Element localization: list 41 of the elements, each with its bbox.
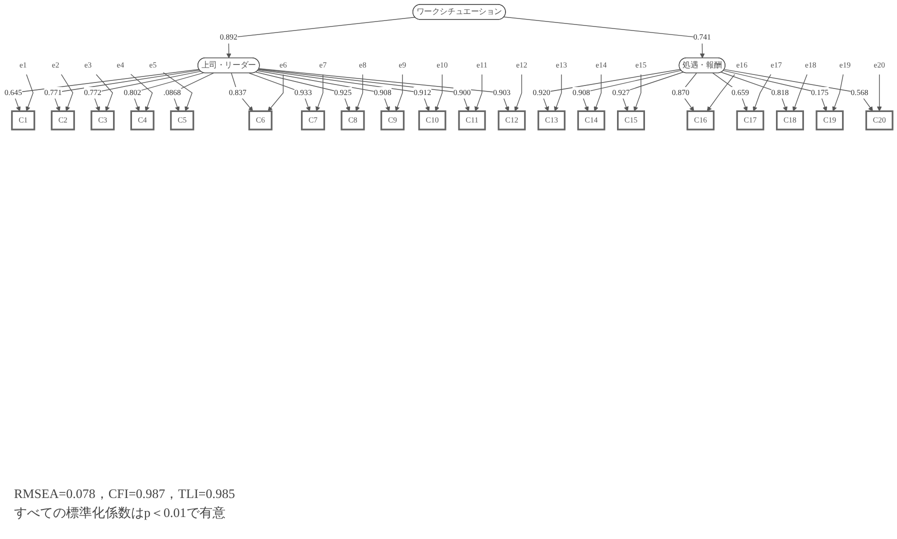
arrow — [268, 74, 284, 112]
arrow — [130, 74, 153, 112]
arrow — [316, 74, 324, 112]
arrow — [395, 74, 403, 112]
arrow — [541, 69, 681, 112]
arrow — [258, 68, 470, 112]
arrow — [876, 74, 882, 112]
arrow — [52, 70, 200, 112]
arrow — [248, 72, 310, 112]
arrow — [580, 70, 682, 112]
arrow — [474, 74, 482, 112]
fit-statistics-note: RMSEA=0.078，CFI=0.987，TLI=0.985 — [14, 485, 235, 503]
arrow — [256, 72, 350, 112]
arrow — [792, 74, 808, 112]
arrow — [355, 74, 364, 112]
arrow — [504, 16, 705, 58]
arrow — [720, 72, 788, 112]
arrow — [258, 69, 430, 112]
arrow — [162, 72, 192, 112]
arrow — [724, 69, 873, 112]
arrow — [514, 74, 522, 112]
arrow — [634, 74, 642, 112]
arrow — [26, 74, 34, 112]
arrow — [258, 68, 510, 112]
fit-statistics-note: すべての標準化係数はp＜0.01で有意 — [14, 504, 226, 522]
arrow — [752, 74, 772, 112]
arrow — [92, 70, 202, 112]
arrow — [60, 74, 74, 112]
arrow — [832, 74, 844, 112]
arrow — [723, 70, 828, 112]
arrow — [226, 16, 416, 58]
arrow — [96, 74, 113, 112]
arrow — [706, 74, 736, 112]
arrow — [554, 74, 562, 112]
arrow — [594, 74, 602, 112]
arrow — [132, 72, 204, 112]
arrow — [434, 74, 443, 112]
arrow — [12, 69, 200, 112]
arrow — [620, 72, 684, 112]
arrow — [712, 72, 748, 112]
arrow — [257, 70, 390, 112]
